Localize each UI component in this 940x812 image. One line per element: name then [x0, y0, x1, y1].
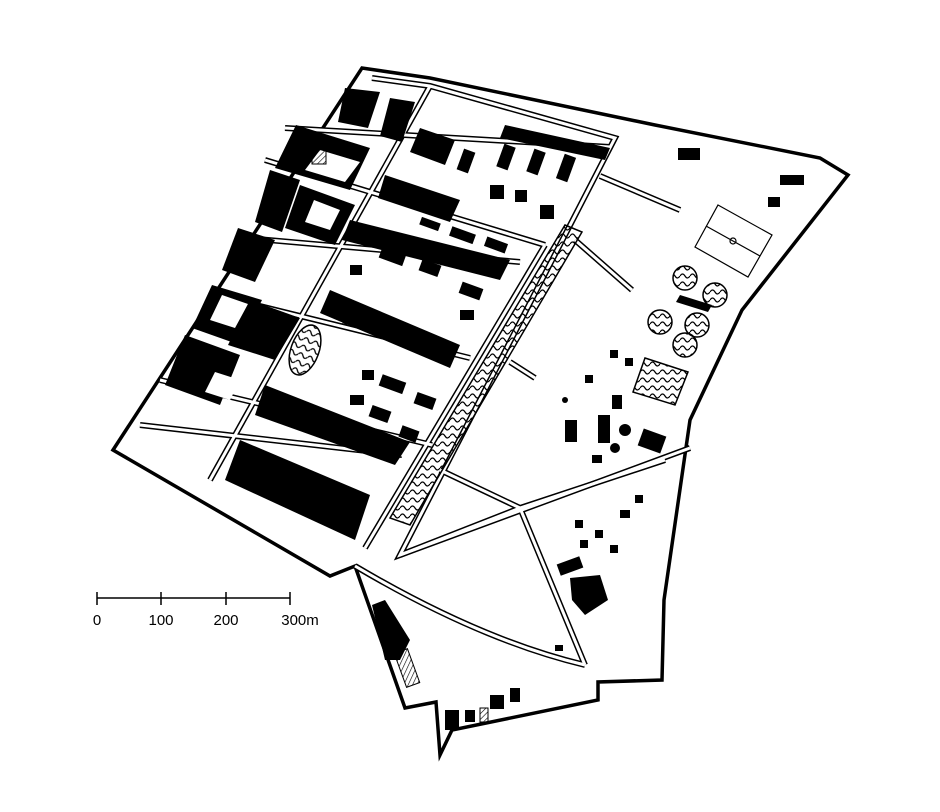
- site-boundary: [110, 66, 851, 762]
- green-square: [632, 357, 689, 406]
- scale-label-300m: 300m: [281, 612, 319, 629]
- scale-label-200: 200: [213, 612, 239, 629]
- green-oval: [288, 324, 322, 376]
- hatched-structures: [195, 137, 489, 723]
- round-tanks: [647, 265, 728, 358]
- green-strip: [388, 224, 584, 526]
- scale-label-100: 100: [148, 612, 174, 629]
- scale-label-0: 0: [92, 612, 102, 629]
- sports-field: [694, 204, 773, 278]
- buildings: [165, 88, 804, 730]
- scale-bar: [96, 592, 291, 605]
